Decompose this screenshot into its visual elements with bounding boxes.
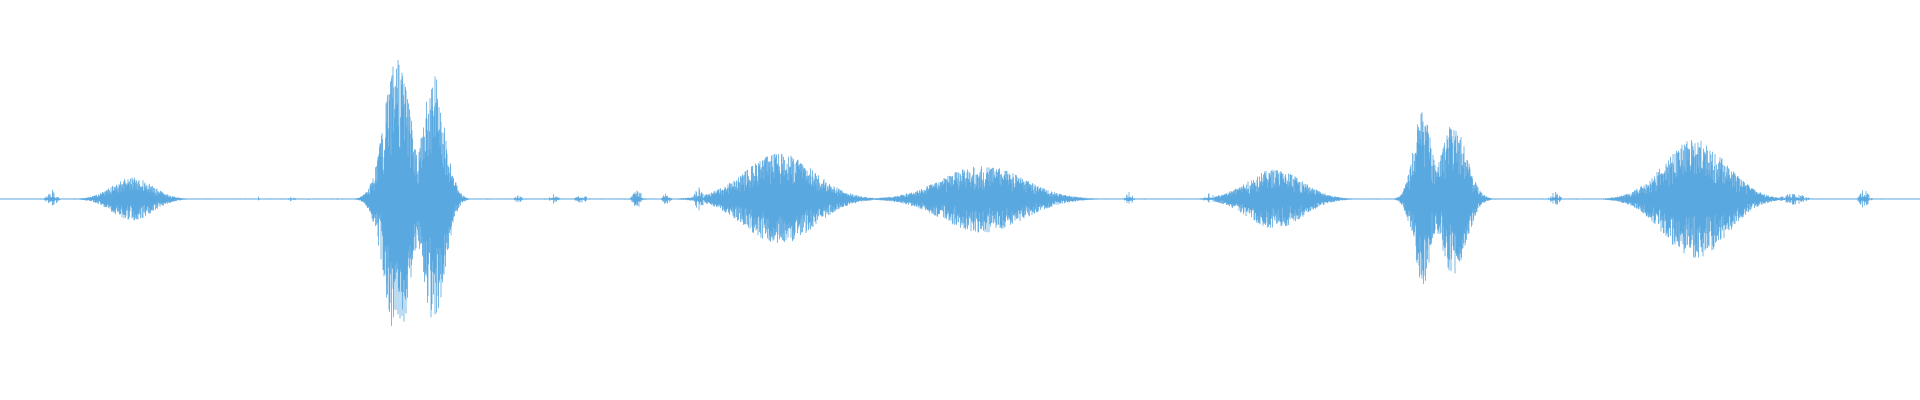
waveform-path — [0, 60, 1920, 326]
waveform-samples — [0, 60, 1920, 326]
